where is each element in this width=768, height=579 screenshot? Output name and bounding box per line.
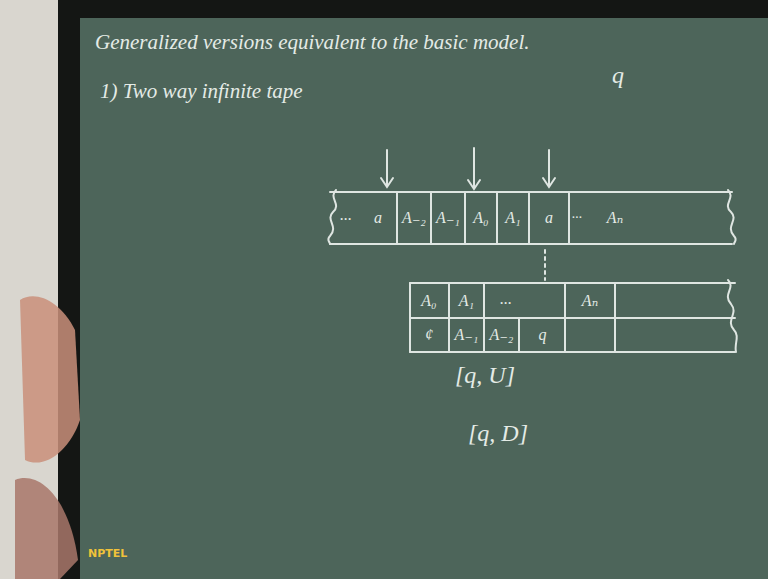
arrow-head [381, 178, 393, 187]
cell-symbol: A₁ [505, 209, 520, 227]
track-pair: [q, U] [455, 362, 515, 388]
head-arrow [386, 150, 388, 186]
cell-symbol: ¢ [425, 326, 433, 344]
cell-symbol: A₋₂ [490, 326, 514, 344]
board-title: Generalized versions equivalent to the b… [95, 30, 530, 55]
cell-symbol: A₋₂ [402, 209, 426, 227]
watermark: NPTEL [88, 548, 127, 560]
hand [15, 478, 78, 579]
cell-symbol: Aₙ [582, 292, 598, 310]
tape-cell: A₀ [410, 283, 450, 318]
tape-cell: a [360, 192, 398, 244]
tape-cell: A₋₁ [432, 192, 466, 244]
cell-symbol: A₋₁ [455, 326, 479, 344]
dotted-guide [544, 250, 546, 280]
tape-break [728, 280, 737, 352]
tape-break [728, 190, 736, 244]
tape-cell: a [530, 192, 570, 244]
cell-symbol: A₁ [459, 292, 474, 310]
arrow-head [543, 178, 555, 187]
cell-symbol: A₀ [473, 209, 488, 227]
tape-cell: A₁ [498, 192, 530, 244]
cell-symbol: a [545, 209, 553, 227]
tape-cell: Aₙ [590, 192, 640, 244]
arrow-head [468, 180, 480, 189]
tape-cell: ¢ [410, 318, 450, 352]
tape-cell: A₋₂ [485, 318, 520, 352]
tape-break [328, 190, 336, 244]
state-symbol: q [612, 62, 624, 88]
tape-edge [410, 351, 735, 353]
head-arrow [473, 148, 475, 188]
tape-cell: A₀ [466, 192, 498, 244]
ellipsis: ... [500, 290, 512, 308]
cell-symbol: A₀ [421, 292, 436, 310]
cell-symbol: q [539, 326, 547, 344]
tape-cell: Aₙ [565, 283, 615, 318]
section-heading: 1) Two way infinite tape [100, 80, 303, 103]
cell-symbol: A₋₁ [436, 209, 460, 227]
board-frame [58, 0, 768, 579]
cell-border [614, 283, 616, 352]
cell-symbol: a [374, 209, 382, 227]
hand [20, 296, 80, 462]
board-surface [80, 18, 768, 579]
tape-cell: q [520, 318, 565, 352]
ellipsis: ... [340, 206, 352, 224]
tape-cell: A₋₂ [398, 192, 432, 244]
tape-edge [330, 243, 732, 245]
track-pair: [q, D] [468, 420, 528, 446]
cell-symbol: Aₙ [607, 209, 623, 227]
tape-cell: A₁ [450, 283, 485, 318]
cell-border [564, 283, 566, 352]
tape-cell: A₋₁ [450, 318, 485, 352]
ellipsis: ... [572, 206, 583, 221]
head-arrow [548, 150, 550, 186]
